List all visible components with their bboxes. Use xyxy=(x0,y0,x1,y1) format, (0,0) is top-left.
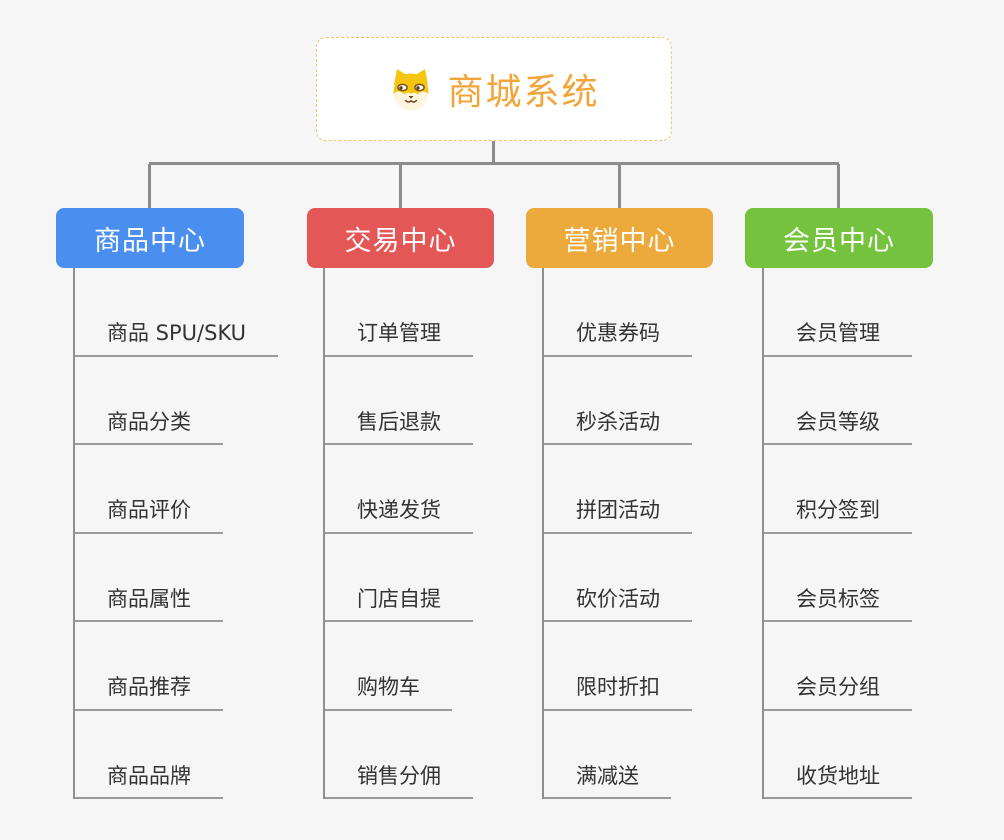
branch-node-product-center[interactable]: 商品中心 xyxy=(56,208,244,268)
leaf-node[interactable]: 限时折扣 xyxy=(544,622,692,711)
branch-node-marketing-center[interactable]: 营销中心 xyxy=(526,208,713,268)
connector-drop-products xyxy=(148,164,151,208)
leaf-node[interactable]: 秒杀活动 xyxy=(544,357,692,445)
leaf-label[interactable]: 优惠券码 xyxy=(544,320,692,357)
leaf-node[interactable]: 积分签到 xyxy=(764,445,912,534)
leaf-label[interactable]: 会员标签 xyxy=(764,586,912,622)
leaf-node[interactable]: 门店自提 xyxy=(325,534,473,622)
leaf-node[interactable]: 商品评价 xyxy=(75,445,278,534)
leaf-label[interactable]: 商品属性 xyxy=(75,586,223,622)
leaf-label[interactable]: 秒杀活动 xyxy=(544,409,692,445)
leaf-node[interactable]: 销售分佣 xyxy=(325,711,473,799)
leaf-node[interactable]: 商品属性 xyxy=(75,534,278,622)
leaf-node[interactable]: 商品分类 xyxy=(75,357,278,445)
connector-drop-trade xyxy=(399,164,402,208)
leaf-label[interactable]: 商品推荐 xyxy=(75,674,223,711)
leaf-label[interactable]: 商品 SPU/SKU xyxy=(75,320,279,357)
leaf-label[interactable]: 满减送 xyxy=(544,763,671,799)
leaf-node[interactable]: 快递发货 xyxy=(325,445,473,534)
branch-column-product-center: 商品 SPU/SKU 商品分类 商品评价 商品属性 商品推荐 商品品牌 xyxy=(73,268,279,799)
leaf-node[interactable]: 商品推荐 xyxy=(75,622,278,711)
leaf-label[interactable]: 售后退款 xyxy=(325,409,473,445)
leaf-label[interactable]: 收货地址 xyxy=(764,763,912,799)
branch-node-member-center[interactable]: 会员中心 xyxy=(745,208,933,268)
leaf-label[interactable]: 会员等级 xyxy=(764,409,912,445)
leaf-node[interactable]: 会员标签 xyxy=(764,534,912,622)
leaf-label[interactable]: 商品分类 xyxy=(75,409,223,445)
leaf-label[interactable]: 快递发货 xyxy=(325,497,473,534)
connector-drop-members xyxy=(837,164,840,208)
leaf-label[interactable]: 门店自提 xyxy=(325,586,473,622)
leaf-label[interactable]: 积分签到 xyxy=(764,497,912,534)
leaf-node[interactable]: 购物车 xyxy=(325,622,473,711)
leaf-label[interactable]: 会员分组 xyxy=(764,674,912,711)
leaf-label[interactable]: 销售分佣 xyxy=(325,763,473,799)
leaf-node[interactable]: 优惠券码 xyxy=(544,268,692,357)
connector-drop-marketing xyxy=(618,164,621,208)
connector-horizontal-bus xyxy=(149,162,839,165)
leaf-label[interactable]: 商品品牌 xyxy=(75,763,223,799)
leaf-node[interactable]: 会员等级 xyxy=(764,357,912,445)
leaf-label[interactable]: 限时折扣 xyxy=(544,674,692,711)
leaf-label[interactable]: 商品评价 xyxy=(75,497,223,534)
connector-root-vertical xyxy=(492,141,495,164)
root-node-title: 商城系统 xyxy=(447,72,600,113)
leaf-node[interactable]: 商品 SPU/SKU xyxy=(75,268,279,357)
leaf-label[interactable]: 订单管理 xyxy=(325,320,473,357)
leaf-node[interactable]: 订单管理 xyxy=(325,268,473,357)
root-node-mall-system[interactable]: 商城系统 xyxy=(316,37,672,141)
branch-column-member-center: 会员管理 会员等级 积分签到 会员标签 会员分组 收货地址 xyxy=(762,268,912,799)
branch-node-trade-center[interactable]: 交易中心 xyxy=(307,208,494,268)
shiba-dog-icon xyxy=(388,67,434,111)
leaf-node[interactable]: 收货地址 xyxy=(764,711,912,799)
branch-column-marketing-center: 优惠券码 秒杀活动 拼团活动 砍价活动 限时折扣 满减送 xyxy=(542,268,692,799)
leaf-node[interactable]: 满减送 xyxy=(544,711,692,799)
leaf-label[interactable]: 会员管理 xyxy=(764,320,912,357)
leaf-node[interactable]: 商品品牌 xyxy=(75,711,278,799)
leaf-node[interactable]: 砍价活动 xyxy=(544,534,692,622)
leaf-label[interactable]: 购物车 xyxy=(325,674,452,711)
leaf-label[interactable]: 砍价活动 xyxy=(544,586,692,622)
leaf-node[interactable]: 会员分组 xyxy=(764,622,912,711)
leaf-node[interactable]: 售后退款 xyxy=(325,357,473,445)
leaf-node[interactable]: 拼团活动 xyxy=(544,445,692,534)
leaf-node[interactable]: 会员管理 xyxy=(764,268,912,357)
branch-column-trade-center: 订单管理 售后退款 快递发货 门店自提 购物车 销售分佣 xyxy=(323,268,473,799)
leaf-label[interactable]: 拼团活动 xyxy=(544,497,692,534)
